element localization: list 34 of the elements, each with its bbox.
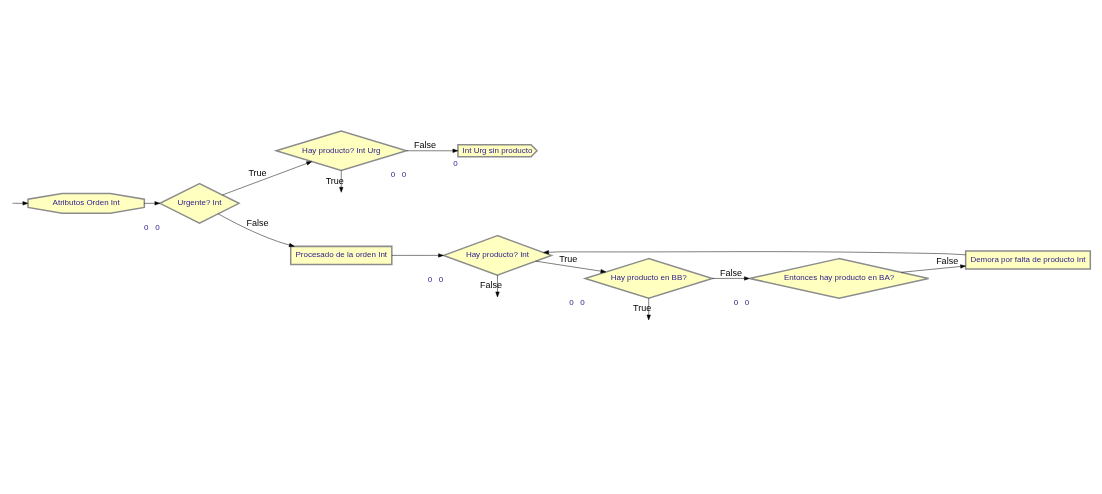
node-diamond: Hay producto? Int Urg	[273, 130, 409, 172]
node-label: 0 0	[733, 297, 750, 307]
arrow	[495, 275, 500, 298]
edge-label: False	[246, 218, 269, 229]
arrow	[391, 253, 444, 258]
arrow	[712, 276, 750, 281]
arrow	[339, 170, 344, 193]
arrow	[144, 201, 161, 206]
arrow	[900, 264, 966, 273]
node-diamond: Hay producto? Int	[441, 234, 554, 276]
node-box: Demora por falta de producto Int	[964, 250, 1092, 270]
edge-label: False	[413, 139, 436, 150]
node-diamond: Urgente? Int	[158, 182, 241, 224]
node-diamond: Entonces hay producto en BA?	[748, 257, 930, 299]
node-label: 0 0	[427, 274, 444, 284]
arrow	[543, 250, 966, 256]
edge-label: True	[559, 253, 578, 264]
arrow	[535, 260, 607, 274]
arrow	[222, 161, 312, 196]
edge-label: True	[325, 175, 344, 186]
edge-label: True	[633, 303, 652, 314]
edge-label: False	[936, 256, 959, 267]
arrow	[12, 201, 29, 206]
node-diamond: Hay producto en BB?	[582, 257, 715, 299]
node-label: 0 0	[569, 297, 585, 307]
edge-label: True	[248, 168, 267, 178]
arrow	[646, 298, 651, 321]
edge-label: False	[719, 267, 742, 278]
node-label: 0 0	[390, 169, 407, 179]
node-label: 0	[453, 159, 458, 169]
edge-label: False	[479, 280, 502, 291]
arrow	[406, 148, 459, 153]
node-label: 0 0	[144, 222, 160, 232]
arrow	[217, 213, 295, 247]
